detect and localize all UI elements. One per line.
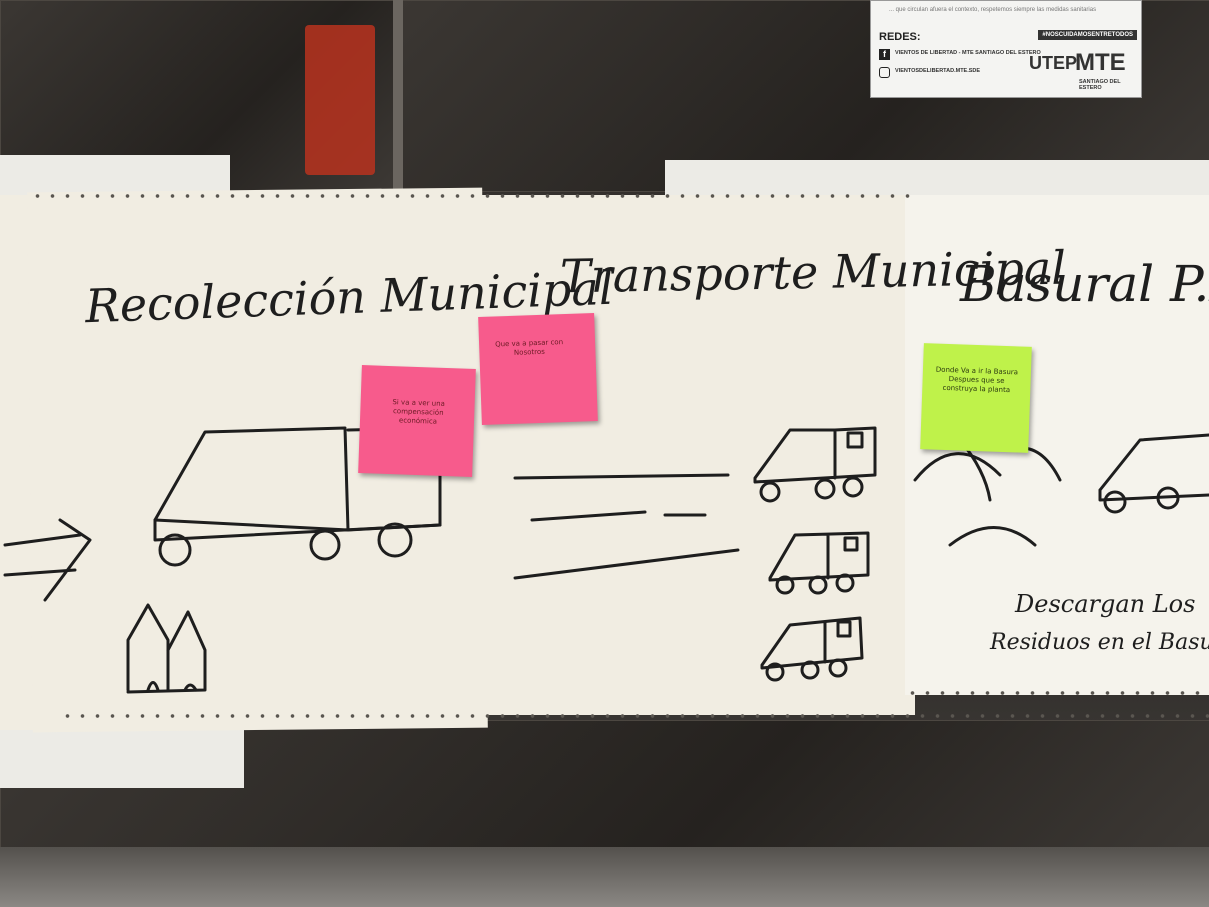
paper-scrap-bottom-left <box>0 730 244 788</box>
mte-logo: MTE <box>1075 49 1126 76</box>
perforation-bottom <box>60 713 1209 719</box>
poster-logo-subtitle: SANTIAGO DEL ESTERO <box>1079 79 1121 91</box>
mte-poster: ... que circulan afuera el contexto, res… <box>870 0 1142 98</box>
instagram-icon <box>879 67 890 78</box>
poster-redes-label: REDES: <box>879 31 921 43</box>
poster-fine-print: ... que circulan afuera el contexto, res… <box>889 7 1097 13</box>
sticky-note-pink-compensacion: Si va a ver una compensación económica <box>358 365 476 477</box>
sticky-note-text: Que va a pasar con Nosotros <box>494 338 564 357</box>
utep-logo: UTEP <box>1029 53 1078 73</box>
sticky-note-text: Si va a ver una compensación económica <box>392 398 446 426</box>
red-object-behind-glass <box>305 25 375 175</box>
window-sill <box>0 847 1209 907</box>
caption-residuos: Residuos en el Basural <box>990 630 1209 655</box>
paper-sheet-transporte <box>475 195 915 715</box>
title-basural: Basural P.M <box>960 255 1209 313</box>
perforation-bottom-right <box>905 690 1209 696</box>
perforation-top <box>30 193 910 199</box>
paper-scrap-left <box>0 155 230 195</box>
poster-facebook-line: VIENTOS DE LIBERTAD - MTE SANTIAGO DEL E… <box>895 50 1041 56</box>
window-frame-post <box>393 0 403 200</box>
caption-descargan: Descargan Los <box>1015 590 1196 618</box>
sticky-note-green-basura: Donde Va a ir la Basura Despues que se c… <box>920 343 1032 453</box>
poster-instagram-line: VIENTOSDELIBERTAD.MTE.SDE <box>895 68 981 74</box>
sticky-note-pink-nosotros: Que va a pasar con Nosotros <box>478 313 598 425</box>
facebook-icon: f <box>879 49 890 60</box>
sticky-note-text: Donde Va a ir la Basura Despues que se c… <box>935 365 1019 394</box>
poster-hashtag: #NOSCUIDAMOSENTRETODOS <box>1038 30 1137 40</box>
